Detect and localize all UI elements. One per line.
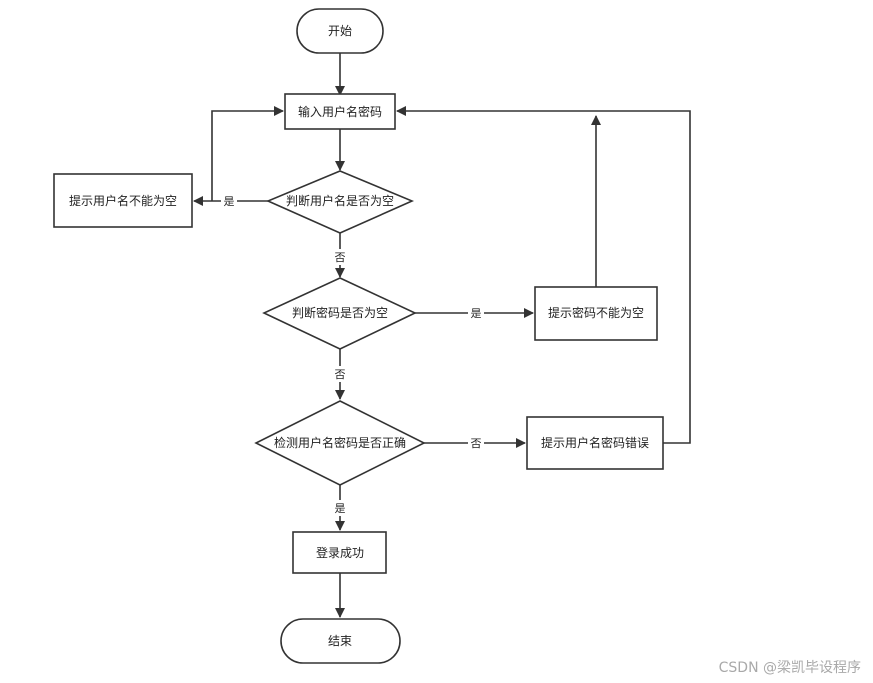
edge-label-verify-no: 否 xyxy=(471,437,482,450)
node-prompt-credentials-wrong: 提示用户名密码错误 xyxy=(526,416,664,470)
edge-label-username-empty-no: 否 xyxy=(335,251,346,264)
node-end: 结束 xyxy=(280,618,401,664)
node-check-password-empty: 判断密码是否为空 xyxy=(262,277,417,350)
node-start-label: 开始 xyxy=(328,24,352,38)
node-input-credentials-label: 输入用户名密码 xyxy=(298,104,382,119)
node-start: 开始 xyxy=(296,8,384,54)
node-input-credentials: 输入用户名密码 xyxy=(284,93,396,130)
node-prompt-username-empty: 提示用户名不能为空 xyxy=(53,173,193,228)
node-check-username-empty-label: 判断用户名是否为空 xyxy=(286,193,394,208)
node-end-label: 结束 xyxy=(328,634,352,648)
edge-label-username-empty-yes: 是 xyxy=(224,195,235,208)
node-prompt-credentials-wrong-label: 提示用户名密码错误 xyxy=(541,435,649,450)
edge-wrong-loop-back xyxy=(396,106,691,444)
node-verify-credentials-label: 检测用户名密码是否正确 xyxy=(274,435,406,450)
watermark: CSDN @梁凯毕设程序 xyxy=(718,660,861,676)
node-prompt-password-empty-label: 提示密码不能为空 xyxy=(548,305,644,320)
node-login-success: 登录成功 xyxy=(292,531,387,574)
edge-username-loop-back xyxy=(211,106,284,201)
node-check-username-empty: 判断用户名是否为空 xyxy=(265,170,415,234)
edge-label-verify-yes: 是 xyxy=(335,502,346,515)
edge-label-password-empty-yes: 是 xyxy=(471,307,482,320)
node-verify-credentials: 检测用户名密码是否正确 xyxy=(254,400,426,486)
node-prompt-username-empty-label: 提示用户名不能为空 xyxy=(69,193,177,208)
node-prompt-password-empty: 提示密码不能为空 xyxy=(534,286,658,341)
edge-label-password-empty-no: 否 xyxy=(335,368,346,381)
node-check-password-empty-label: 判断密码是否为空 xyxy=(292,305,388,320)
node-login-success-label: 登录成功 xyxy=(316,545,364,560)
